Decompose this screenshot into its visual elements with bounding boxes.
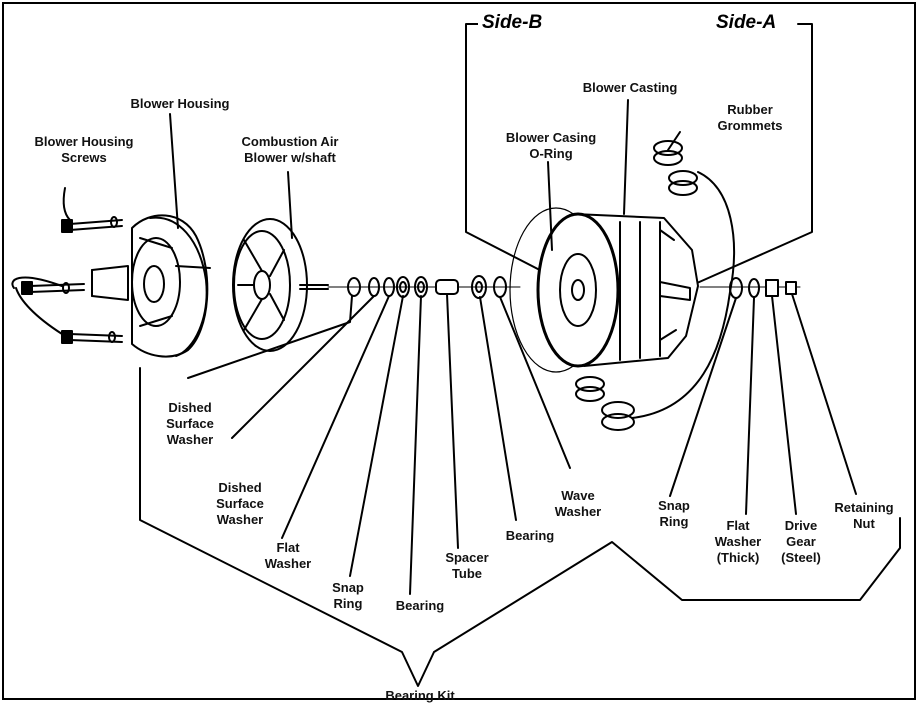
label-blower-housing: Blower Housing	[130, 96, 230, 111]
side-a-label: Side-A	[712, 12, 781, 34]
label-rubber-grommets: Rubber Grommets	[717, 102, 783, 133]
bearing-kit-parts-right	[729, 277, 797, 299]
label-spacer-tube: Spacer Tube	[445, 550, 489, 581]
combustion-air-blower-wheel	[232, 218, 329, 352]
side-b-label: Side-B	[478, 12, 547, 34]
blower-housing-screws	[21, 216, 123, 344]
label-flat-washer: Flat Washer	[264, 540, 312, 571]
label-wave-washer: Wave Washer	[554, 488, 602, 519]
label-snap-ring-1: Snap Ring	[332, 580, 364, 611]
label-drive-gear: Drive Gear (Steel)	[781, 518, 821, 565]
label-dished-surface-washer-1: Dished Surface Washer	[166, 400, 214, 447]
label-bearing-kit: Bearing Kit	[385, 688, 455, 703]
leader-lines	[11, 99, 857, 595]
side-a-bracket	[696, 23, 813, 284]
rubber-grommets	[575, 140, 698, 431]
label-retaining-nut: Retaining Nut	[834, 500, 894, 531]
bearing-kit-brace	[139, 367, 901, 687]
label-dished-surface-washer-2: Dished Surface Washer	[216, 480, 264, 527]
label-blower-casing-oring: Blower Casing O-Ring	[505, 130, 597, 161]
blower-casting	[536, 212, 699, 368]
label-snap-ring-2: Snap Ring	[658, 498, 690, 529]
label-bearing-1: Bearing	[395, 598, 445, 613]
side-b-bracket	[465, 23, 566, 284]
label-blower-casting: Blower Casting	[582, 80, 678, 95]
label-bearing-2: Bearing	[505, 528, 555, 543]
label-flat-washer-thick: Flat Washer (Thick)	[714, 518, 762, 565]
label-combustion-air-blower: Combustion Air Blower w/shaft	[241, 134, 339, 165]
blower-housing	[91, 214, 211, 358]
label-blower-housing-screws: Blower Housing Screws	[34, 134, 134, 165]
